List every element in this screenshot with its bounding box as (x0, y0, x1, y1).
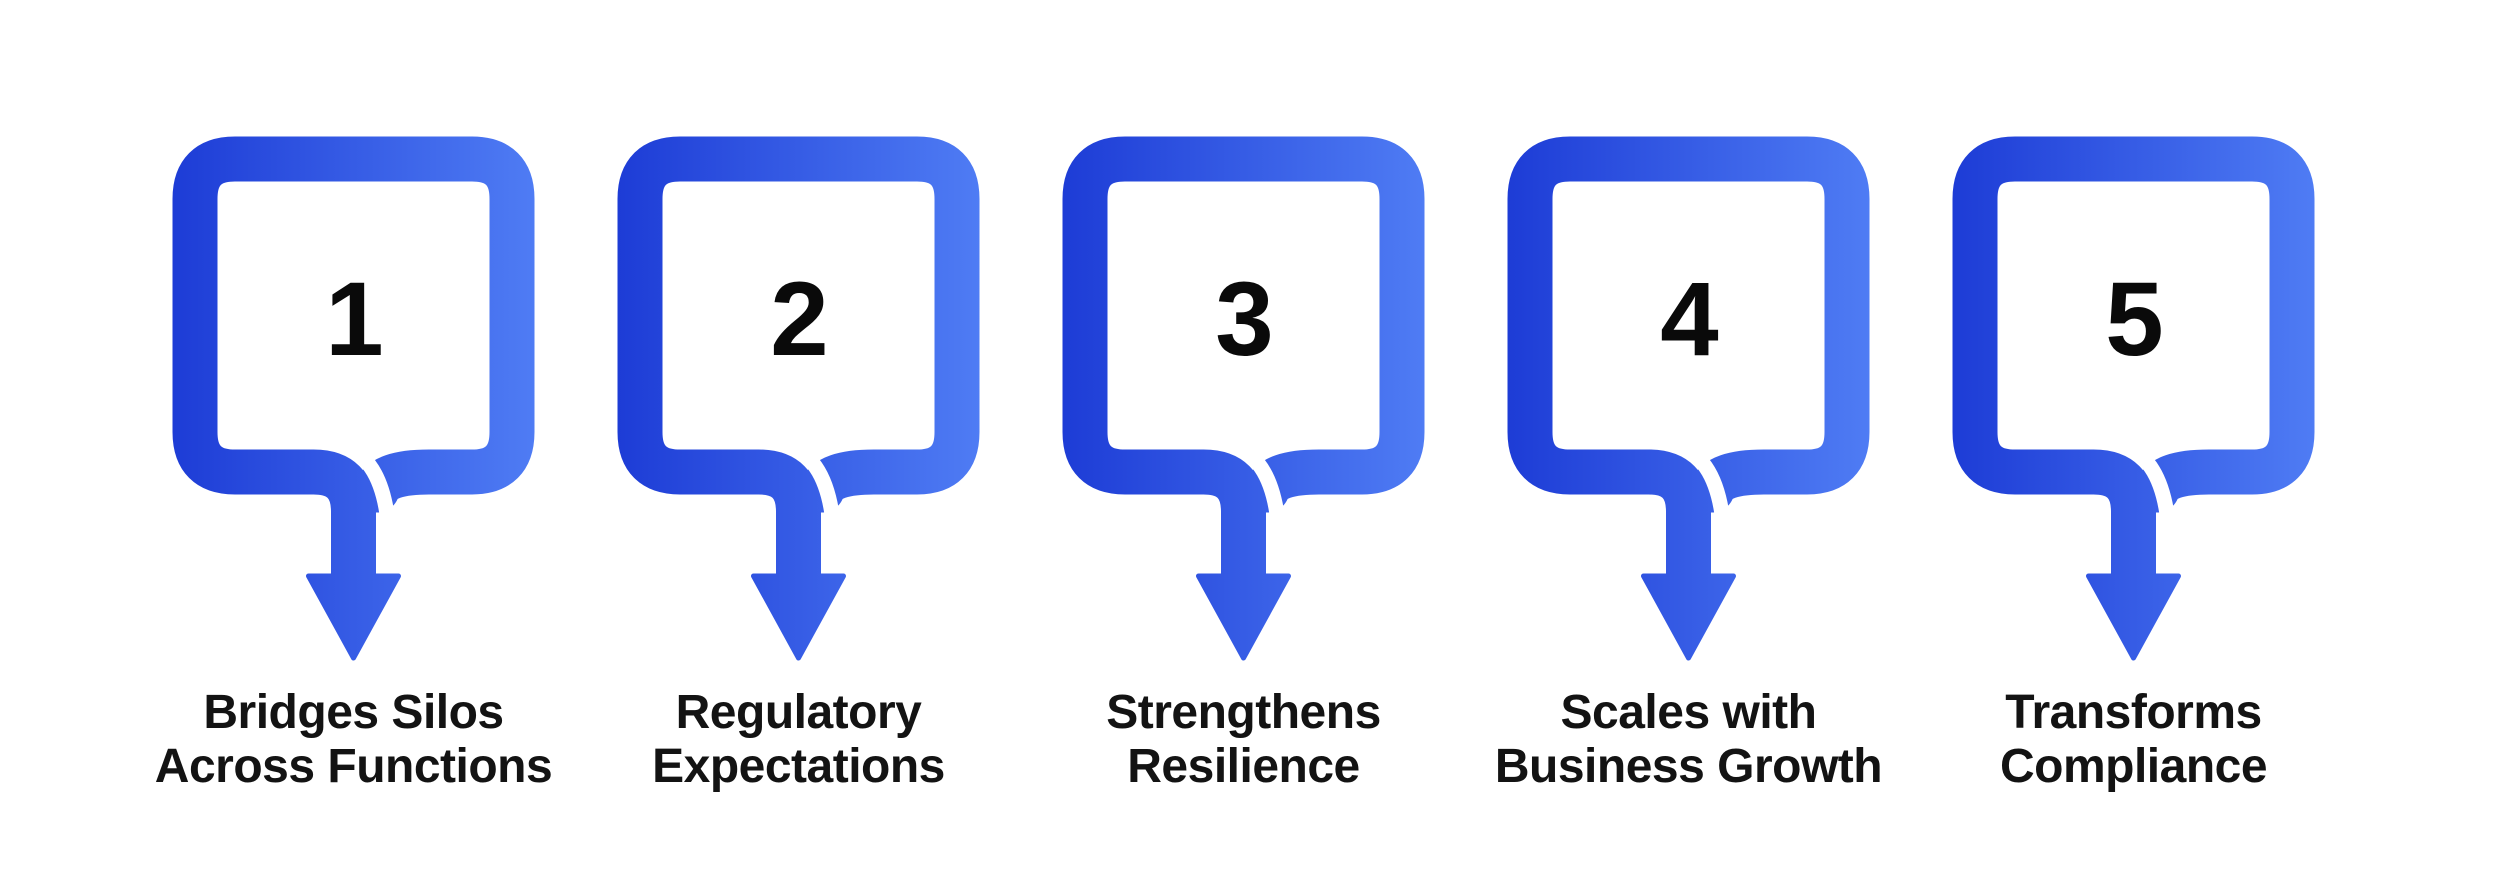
step-item-1: 1 Bridges Silos Across Functions (131, 80, 576, 794)
step-label: Scales with Business Growth (1466, 686, 1911, 794)
step-number: 3 (1215, 261, 1273, 378)
arrow-gap-notch (335, 438, 396, 530)
step-item-2: 2 Regulatory Expectations (576, 80, 1021, 794)
arrow-gap-notch (1225, 438, 1286, 530)
step-label-line2: Compliance (1999, 740, 2268, 793)
step-frame-arrow-icon (172, 136, 535, 661)
step-graphic: 3 (1021, 80, 1466, 680)
step-number: 1 (325, 261, 383, 378)
arrow-gap-notch (1670, 438, 1731, 530)
step-label-line1: Transforms (2005, 686, 2262, 739)
step-item-3: 3 Strengthens Resilience (1021, 80, 1466, 794)
step-label-line2: Resilience (1127, 740, 1360, 793)
down-arrow-head-icon (2086, 573, 2181, 661)
step-frame-and-arrow-stem (1507, 136, 1870, 603)
step-frame-arrow-icon (617, 136, 980, 661)
step-graphic: 4 (1466, 80, 1911, 680)
step-frame-arrow-icon (1952, 136, 2315, 661)
step-label: Regulatory Expectations (576, 686, 1021, 794)
step-frame-arrow-icon (1507, 136, 1870, 661)
step-label-line1: Strengthens (1106, 686, 1381, 739)
down-arrow-head-icon (1196, 573, 1291, 661)
step-frame-arrow-icon (1062, 136, 1425, 661)
arrow-gap-notch (2115, 438, 2176, 530)
step-frame-and-arrow-stem (1952, 136, 2315, 603)
step-item-5: 5 Transforms Compliance (1911, 80, 2356, 794)
step-label-line2: Business Growth (1494, 740, 1883, 793)
step-label-line2: Across Functions (154, 740, 553, 793)
step-label: Bridges Silos Across Functions (131, 686, 576, 794)
step-graphic: 5 (1911, 80, 2356, 680)
step-graphic: 1 (131, 80, 576, 680)
step-number: 4 (1660, 261, 1718, 378)
step-label-line2: Expectations (652, 740, 945, 793)
arrow-gap-notch (780, 438, 841, 530)
down-arrow-head-icon (1641, 573, 1736, 661)
step-label: Strengthens Resilience (1021, 686, 1466, 794)
step-frame-and-arrow-stem (1062, 136, 1425, 603)
step-label-line1: Scales with (1560, 686, 1817, 739)
step-label: Transforms Compliance (1911, 686, 2356, 794)
step-number: 2 (770, 261, 828, 378)
steps-row: 1 Bridges Silos Across Functions 2 Regul… (131, 80, 2356, 794)
step-graphic: 2 (576, 80, 1021, 680)
down-arrow-head-icon (751, 573, 846, 661)
step-number: 5 (2105, 261, 2163, 378)
step-frame-and-arrow-stem (617, 136, 980, 603)
step-frame-and-arrow-stem (172, 136, 535, 603)
down-arrow-head-icon (306, 573, 401, 661)
step-item-4: 4 Scales with Business Growth (1466, 80, 1911, 794)
step-label-line1: Regulatory (675, 686, 922, 739)
step-label-line1: Bridges Silos (203, 686, 504, 739)
